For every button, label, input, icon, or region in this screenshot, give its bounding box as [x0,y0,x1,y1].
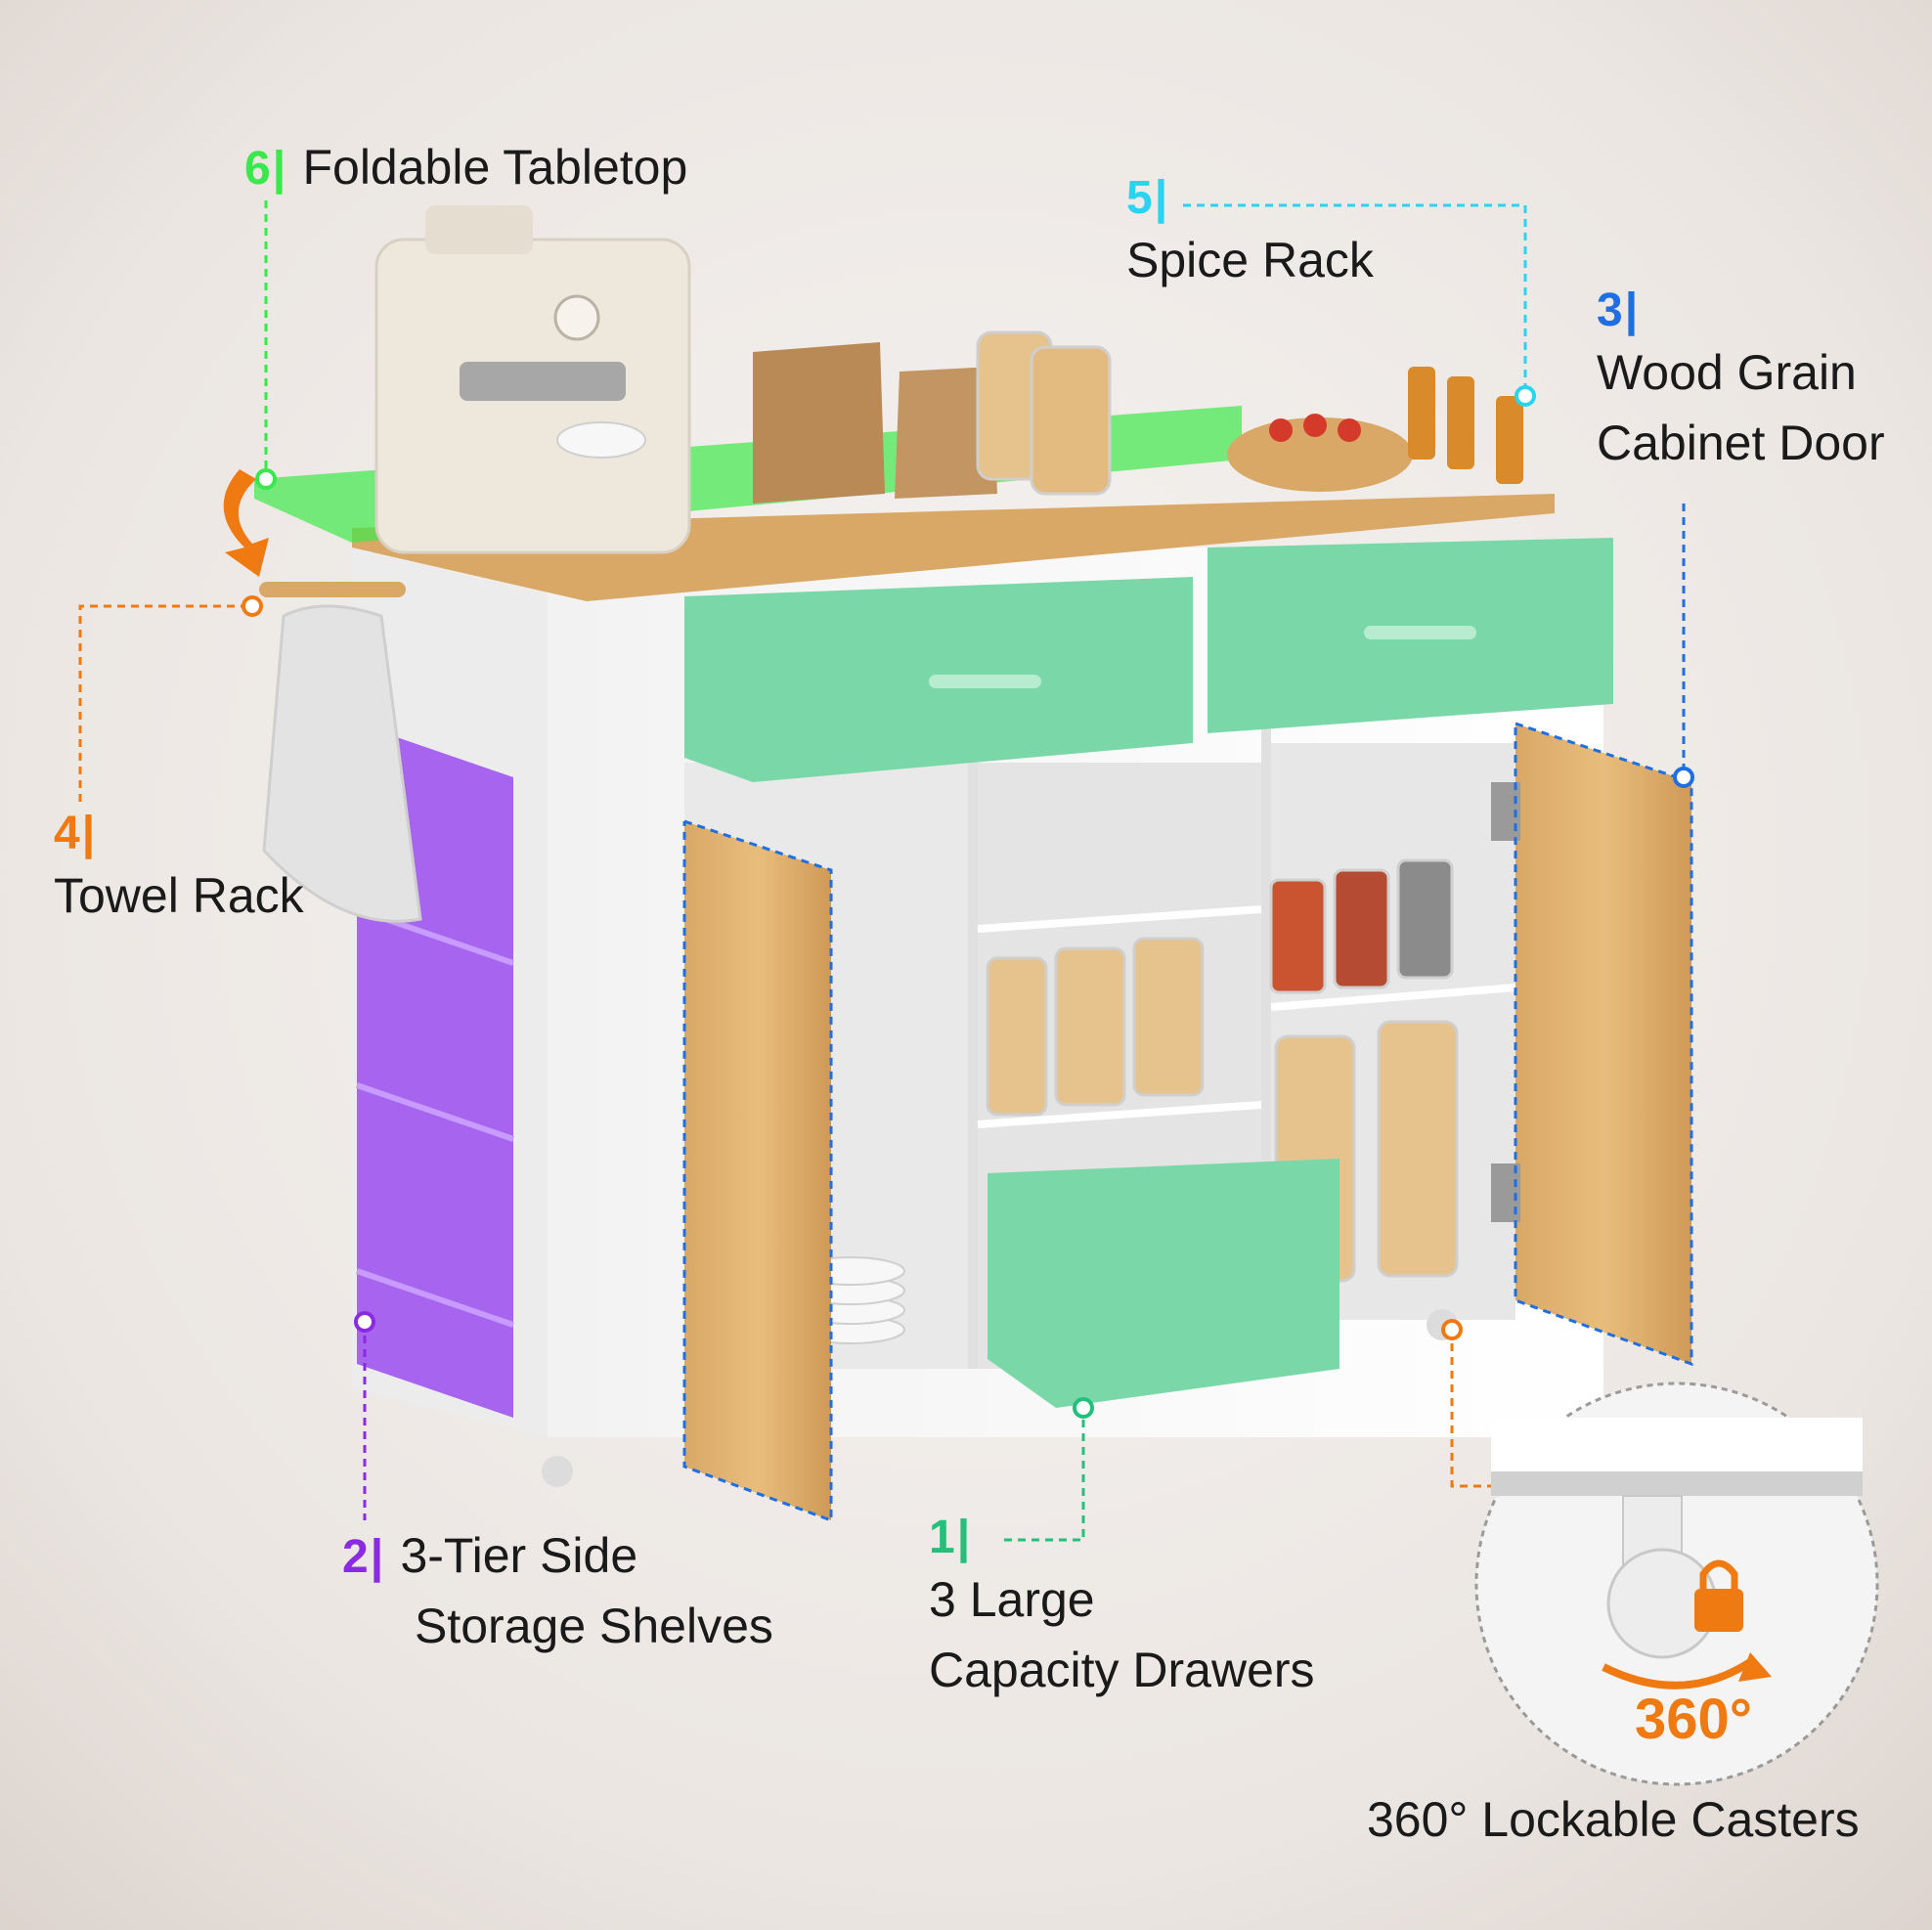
callout-label-line1: Wood Grain [1597,345,1857,400]
callout-casters-label: 360° Lockable Casters [1367,1792,1860,1847]
callout-label-line1: 3-Tier Side [400,1528,638,1583]
callout-foldable-tabletop: 6| Foldable Tabletop [244,132,687,202]
callout-divider: | [1624,285,1641,336]
dot-casters [1441,1319,1463,1340]
callout-label-line2: Capacity Drawers [929,1643,1315,1697]
callout-divider: | [272,143,303,195]
callout-label: Foldable Tabletop [302,140,688,195]
lock-icon [1694,1589,1743,1632]
door-left-outline [682,819,833,1523]
callout-number: 1 [929,1512,957,1563]
cookie-jar-2 [1030,345,1112,496]
spice-bottle-3 [1496,396,1523,484]
callout-label-line1: 3 Large [929,1572,1095,1627]
callout-divider: | [81,808,98,859]
callout-divider: | [370,1531,401,1583]
callout-label-line2: Storage Shelves [415,1599,773,1653]
callout-side-shelves: 2| 3-Tier Side Storage Shelves [342,1520,773,1661]
rotation-badge: 360° [1635,1688,1752,1751]
coffee-machine [374,205,691,554]
leader-4 [78,604,252,802]
kitchen-island [254,205,1691,1520]
callout-label: Spice Rack [1126,233,1374,287]
spice-bottle-2 [1447,376,1474,469]
caster-inset [1474,1382,1879,1786]
callout-number: 2 [342,1531,371,1583]
door-right-outline [1514,722,1693,1367]
dot-2 [354,1311,375,1333]
callout-wood-door: 3| Wood Grain Cabinet Door [1597,284,1885,478]
dot-6 [255,468,277,490]
callout-number: 5 [1126,172,1155,224]
callout-label-line2: Cabinet Door [1597,416,1885,470]
fold-arrow-icon [223,469,269,577]
jars [986,858,1459,1283]
towel [262,604,422,923]
callout-label: Towel Rack [54,868,304,923]
spice-bottle-1 [1408,367,1435,460]
callout-spice-rack: 5| Spice Rack [1126,171,1374,295]
dot-1 [1073,1397,1094,1419]
callout-drawers: 1| 3 Large Capacity Drawers [929,1511,1315,1705]
leader-1 [1004,1408,1085,1542]
wheel [542,1456,573,1487]
dot-5 [1515,385,1536,407]
dot-3 [1673,767,1694,788]
paper-bag-1 [753,342,885,504]
callout-towel-rack: 4| Towel Rack [54,807,304,931]
dot-4 [242,595,263,617]
door-left [684,821,831,1520]
drawer-bottom [988,1159,1339,1408]
callout-divider: | [956,1512,973,1563]
callout-number: 6 [244,143,273,195]
towel-bar [259,582,406,597]
callout-number: 4 [54,808,82,859]
callout-divider: | [1154,172,1170,224]
callout-number: 3 [1597,285,1625,336]
leader-5 [1183,203,1527,396]
door-right [1515,724,1691,1364]
paper-bag-2 [895,367,997,499]
